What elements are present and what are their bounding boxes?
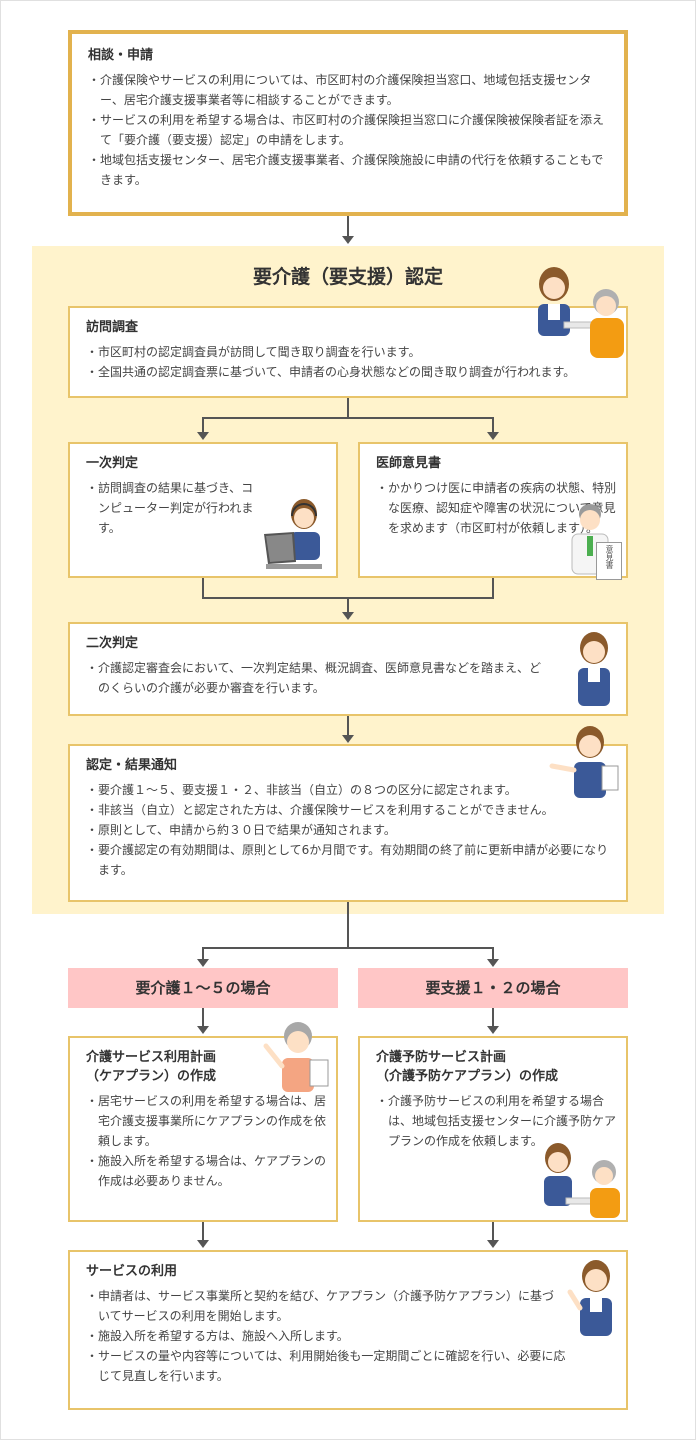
document-icon bbox=[601, 765, 619, 791]
connector-line bbox=[492, 1008, 494, 1028]
consult-title: 相談・申請 bbox=[88, 48, 154, 63]
care-level-branch-label: 要介護１～５の場合 bbox=[68, 968, 338, 1008]
service-use-item: サービスの量や内容等については、利用開始後も一定期間ごとに確認を行い、必要に応じ… bbox=[86, 1346, 566, 1386]
document-icon: 意見書 bbox=[596, 542, 622, 580]
connector-arrow bbox=[197, 1240, 209, 1248]
notice-box: 認定・結果通知 要介護１～５、要支援１・２、非該当（自立）の８つの区分に認定され… bbox=[68, 744, 628, 902]
prevention-plan-title-line2: （介護予防ケアプラン）の作成 bbox=[376, 1069, 559, 1084]
connector-arrow bbox=[342, 236, 354, 244]
operator-headset-icon bbox=[290, 499, 320, 560]
connector-arrow bbox=[197, 432, 209, 440]
connector-arrow bbox=[487, 959, 499, 967]
consult-item: 介護保険やサービスの利用については、市区町村の介護保険担当窓口、地域包括支援セン… bbox=[88, 70, 608, 110]
secondary-title: 二次判定 bbox=[86, 636, 139, 651]
document-label: 意見書 bbox=[605, 545, 614, 569]
laptop-icon bbox=[264, 532, 322, 569]
prevention-plan-box: 介護予防サービス計画 （介護予防ケアプラン）の作成 介護予防サービスの利用を希望… bbox=[358, 1036, 628, 1222]
care-plan-box: 介護サービス利用計画 （ケアプラン）の作成 居宅サービスの利用を希望する場合は、… bbox=[68, 1036, 338, 1222]
connector-line bbox=[202, 947, 494, 949]
doctor-title: 医師意見書 bbox=[376, 456, 442, 471]
visit-item: 全国共通の認定調査票に基づいて、申請者の心身状態などの聞き取り調査が行われます。 bbox=[86, 362, 610, 382]
connector-line bbox=[492, 1222, 494, 1242]
service-use-box: サービスの利用 申請者は、サービス事業所と契約を結び、ケアプラン（介護予防ケアプ… bbox=[68, 1250, 628, 1410]
service-use-item: 施設入所を希望する方は、施設へ入所します。 bbox=[86, 1326, 566, 1346]
connector-line bbox=[202, 417, 204, 434]
primary-item: 訪問調査の結果に基づき、コンピューター判定が行われます。 bbox=[86, 478, 256, 538]
notice-list: 要介護１～５、要支援１・２、非該当（自立）の８つの区分に認定されます。 非該当（… bbox=[86, 780, 610, 880]
secondary-list: 介護認定審査会において、一次判定結果、概況調査、医師意見書などを踏まえ、どのくら… bbox=[86, 658, 548, 698]
connector-line bbox=[347, 398, 349, 418]
care-plan-title-line2: （ケアプラン）の作成 bbox=[86, 1069, 217, 1084]
connector-arrow bbox=[487, 1026, 499, 1034]
connector-line bbox=[492, 947, 494, 961]
connector-line bbox=[202, 947, 204, 961]
consult-box: 相談・申請 介護保険やサービスの利用については、市区町村の介護保険担当窓口、地域… bbox=[68, 30, 628, 216]
notice-item: 非該当（自立）と認定された方は、介護保険サービスを利用することができません。 bbox=[86, 800, 610, 820]
connector-line bbox=[202, 417, 494, 419]
staff-woman-icon bbox=[538, 267, 570, 336]
staff-woman-icon bbox=[578, 632, 610, 706]
visit-title: 訪問調査 bbox=[86, 320, 139, 335]
staff-thumbs-up-illustration bbox=[567, 1260, 612, 1336]
visit-box: 訪問調査 市区町村の認定調査員が訪問して聞き取り調査を行います。 全国共通の認定… bbox=[68, 306, 628, 398]
document-icon bbox=[309, 1059, 329, 1087]
visit-list: 市区町村の認定調査員が訪問して聞き取り調査を行います。 全国共通の認定調査票に基… bbox=[86, 342, 610, 382]
staff-woman-icon bbox=[544, 1143, 572, 1206]
care-plan-list: 居宅サービスの利用を希望する場合は、居宅介護支援事業所にケアプランの作成を依頼し… bbox=[86, 1091, 332, 1191]
connector-arrow bbox=[487, 432, 499, 440]
connector-arrow bbox=[342, 735, 354, 743]
prevention-plan-item: 介護予防サービスの利用を希望する場合は、地域包括支援センターに介護予防ケアプラン… bbox=[376, 1091, 622, 1151]
care-plan-title-line1: 介護サービス利用計画 bbox=[86, 1050, 217, 1065]
consult-list: 介護保険やサービスの利用については、市区町村の介護保険担当窓口、地域包括支援セン… bbox=[88, 70, 608, 190]
certification-section-title: 要介護（要支援）認定 bbox=[252, 266, 443, 288]
connector-line bbox=[347, 902, 349, 948]
connector-line bbox=[202, 578, 204, 598]
secondary-judgment-box: 二次判定 介護認定審査会において、一次判定結果、概況調査、医師意見書などを踏まえ… bbox=[68, 622, 628, 716]
notice-item: 要介護認定の有効期間は、原則として6か月間です。有効期間の終了前に更新申請が必要… bbox=[86, 840, 610, 880]
staff-illustration bbox=[578, 632, 610, 706]
operator-illustration bbox=[264, 499, 322, 569]
elderly-woman-icon bbox=[590, 289, 624, 358]
consult-item: サービスの利用を希望する場合は、市区町村の介護保険担当窓口に介護保険被保険者証を… bbox=[88, 110, 608, 150]
notice-item: 要介護１～５、要支援１・２、非該当（自立）の８つの区分に認定されます。 bbox=[86, 780, 610, 800]
connector-line bbox=[202, 1008, 204, 1028]
consult-item: 地域包括支援センター、居宅介護支援事業者、介護保険施設に申請の代行を依頼すること… bbox=[88, 150, 608, 190]
connector-arrow bbox=[342, 612, 354, 620]
doctor-list: かかりつけ医に申請者の疾病の状態、特別な医療、認知症や障害の状況について意見を求… bbox=[376, 478, 622, 538]
elderly-woman-icon bbox=[282, 1022, 314, 1092]
service-use-title: サービスの利用 bbox=[86, 1264, 178, 1279]
secondary-item: 介護認定審査会において、一次判定結果、概況調査、医師意見書などを踏まえ、どのくら… bbox=[86, 658, 548, 698]
connector-line bbox=[347, 716, 349, 736]
staff-with-document-illustration bbox=[549, 726, 619, 798]
service-use-list: 申請者は、サービス事業所と契約を結び、ケアプラン（介護予防ケアプラン）に基づいて… bbox=[86, 1286, 566, 1386]
connector-line bbox=[492, 417, 494, 434]
connector-arrow bbox=[197, 1026, 209, 1034]
primary-list: 訪問調査の結果に基づき、コンピューター判定が行われます。 bbox=[86, 478, 256, 538]
primary-title: 一次判定 bbox=[86, 456, 139, 471]
staff-woman-icon bbox=[574, 726, 606, 798]
elderly-with-document-illustration bbox=[263, 1022, 329, 1092]
doctor-item: かかりつけ医に申請者の疾病の状態、特別な医療、認知症や障害の状況について意見を求… bbox=[376, 478, 622, 538]
support-level-branch-label: 要支援１・２の場合 bbox=[358, 968, 628, 1008]
connector-arrow bbox=[197, 959, 209, 967]
connector-line bbox=[492, 578, 494, 598]
connector-line bbox=[202, 1222, 204, 1242]
elderly-woman-icon bbox=[590, 1160, 620, 1218]
prevention-plan-title-line1: 介護予防サービス計画 bbox=[376, 1050, 507, 1065]
care-plan-item: 施設入所を希望する場合は、ケアプランの作成は必要ありません。 bbox=[86, 1151, 332, 1191]
staff-and-elderly-illustration bbox=[538, 267, 624, 358]
connector-line bbox=[347, 216, 349, 238]
staff-woman-icon bbox=[580, 1260, 612, 1336]
notice-item: 原則として、申請から約３０日で結果が通知されます。 bbox=[86, 820, 610, 840]
care-plan-item: 居宅サービスの利用を希望する場合は、居宅介護支援事業所にケアプランの作成を依頼し… bbox=[86, 1091, 332, 1151]
visit-item: 市区町村の認定調査員が訪問して聞き取り調査を行います。 bbox=[86, 342, 610, 362]
connector-arrow bbox=[487, 1240, 499, 1248]
consultation-illustration bbox=[544, 1143, 620, 1218]
prevention-plan-list: 介護予防サービスの利用を希望する場合は、地域包括支援センターに介護予防ケアプラン… bbox=[376, 1091, 622, 1151]
service-use-item: 申請者は、サービス事業所と契約を結び、ケアプラン（介護予防ケアプラン）に基づいて… bbox=[86, 1286, 566, 1326]
notice-title: 認定・結果通知 bbox=[86, 758, 178, 773]
connector-line bbox=[347, 597, 349, 613]
